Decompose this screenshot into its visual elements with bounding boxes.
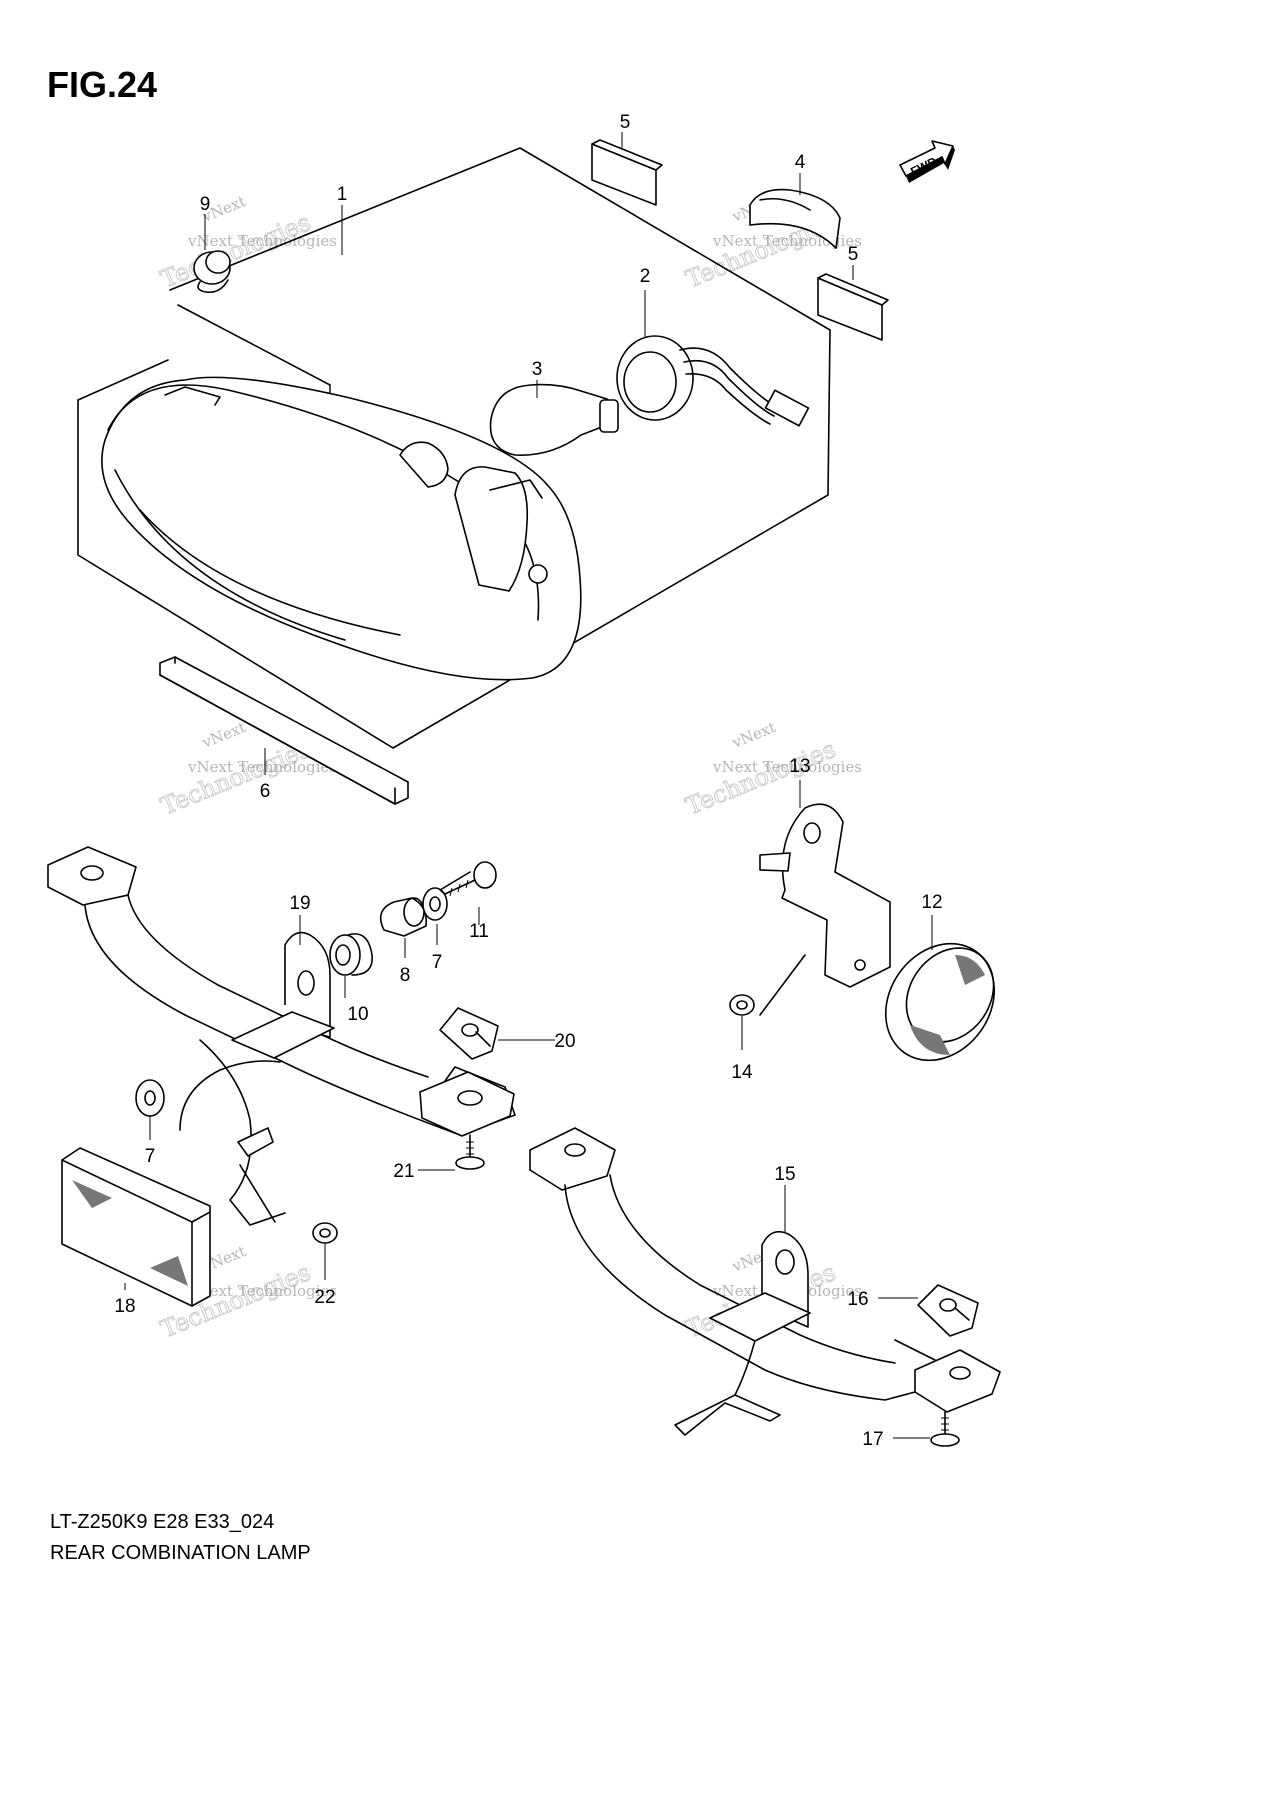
svg-text:vNext Technologies: vNext Technologies <box>187 1282 337 1300</box>
figure-title: FIG.24 <box>47 64 158 105</box>
callout-numbers: 1 2 3 4 5 5 6 7 7 8 9 10 11 12 13 14 15 … <box>114 112 942 1450</box>
callout-2: 2 <box>640 266 651 287</box>
part-5-pad-upper <box>591 139 663 206</box>
svg-text:vNext Technologies: vNext Technologies <box>712 758 862 776</box>
callout-22: 22 <box>314 1287 335 1308</box>
callout-14: 14 <box>731 1062 753 1083</box>
svg-text:vNext: vNext <box>199 718 248 752</box>
svg-text:vNext: vNext <box>729 718 778 752</box>
callout-10: 10 <box>347 1004 368 1025</box>
callout-8: 8 <box>400 965 411 986</box>
fwd-arrow-icon: FWD <box>899 140 955 183</box>
part-14-nut <box>729 954 806 1016</box>
callout-1: 1 <box>337 184 348 205</box>
svg-text:vNext Technologies: vNext Technologies <box>187 758 337 776</box>
callout-6: 6 <box>260 781 271 802</box>
part-2-socket <box>616 335 810 427</box>
part-5-pad-lower <box>817 273 889 341</box>
part-22-nut <box>239 1164 338 1244</box>
part-20-clip <box>439 1007 499 1060</box>
part-11-screw <box>439 861 497 897</box>
callout-16: 16 <box>847 1289 868 1310</box>
callout-5a: 5 <box>620 112 631 133</box>
callout-17: 17 <box>862 1429 883 1450</box>
part-4-cushion <box>749 188 841 249</box>
svg-text:Technologies: Technologies <box>157 208 315 293</box>
part-15-tab <box>709 1230 811 1342</box>
callout-7-upper: 7 <box>432 952 443 973</box>
callout-20: 20 <box>554 1031 575 1052</box>
part-19-tab <box>231 931 335 1059</box>
callout-7-lower: 7 <box>145 1146 156 1167</box>
model-code: LT-Z250K9 E28 E33_024 <box>50 1511 275 1533</box>
callout-11: 11 <box>469 921 489 942</box>
part-9-grommet <box>193 250 231 294</box>
svg-text:vNext Technologies: vNext Technologies <box>187 232 337 250</box>
callout-12: 12 <box>921 892 942 913</box>
part-7-washer-lower <box>135 1079 165 1117</box>
part-21-screw <box>455 1134 485 1170</box>
callout-9: 9 <box>200 194 211 215</box>
callout-21: 21 <box>393 1161 414 1182</box>
callout-19: 19 <box>289 893 310 914</box>
left-stay-bracket <box>47 846 516 1226</box>
part-8-collar <box>379 897 428 937</box>
watermark-mid-right: vNext vNext Technologies Technologies <box>681 718 862 821</box>
callout-5b: 5 <box>848 244 859 265</box>
part-12-round-reflector <box>884 942 996 1062</box>
callout-18: 18 <box>114 1296 135 1317</box>
right-stay-bracket <box>529 1127 1001 1436</box>
svg-text:Technologies: Technologies <box>157 735 315 820</box>
part-3-bulb <box>489 383 619 456</box>
callout-15: 15 <box>774 1164 795 1185</box>
watermark-top-left: vNext vNext Technologies Technologies <box>156 192 337 294</box>
part-18-reflector <box>61 1147 211 1307</box>
callout-13: 13 <box>789 756 810 777</box>
part-16-clip <box>917 1284 979 1337</box>
part-13-bracket <box>759 803 891 988</box>
part-10-grommet <box>329 933 373 976</box>
callout-4: 4 <box>795 152 806 173</box>
lamp-housing <box>101 376 582 681</box>
callout-3: 3 <box>532 359 543 380</box>
part-17-screw <box>930 1411 960 1447</box>
part-6-strip <box>159 656 409 805</box>
figure-caption: REAR COMBINATION LAMP <box>50 1542 311 1564</box>
part-7-washer-upper <box>422 887 448 921</box>
leader-lines <box>124 132 933 1439</box>
